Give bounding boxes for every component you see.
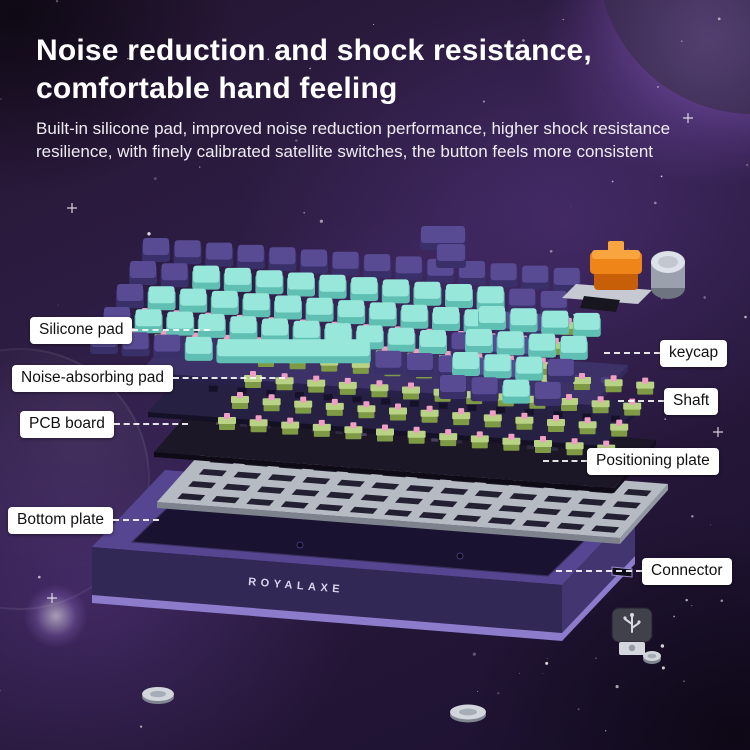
shaft-label: Shaft (664, 388, 719, 415)
rubber-feet (142, 651, 661, 723)
callout-silicone-pad: Silicone pad (30, 317, 211, 344)
callout-bottom-plate: Bottom plate (8, 507, 160, 534)
callout-connector: Connector (556, 558, 732, 585)
hot-swap-switch-and-knob (562, 241, 685, 312)
silicone-pad-leader-line (132, 329, 211, 332)
pcb-board-leader-line (113, 423, 188, 426)
bottom-plate-leader-line (113, 519, 160, 522)
callout-positioning-plate: Positioning plate (543, 448, 719, 475)
callout-keycap: keycap (604, 340, 728, 367)
pcb-board-label: PCB board (20, 411, 114, 438)
connector-label: Connector (642, 558, 732, 585)
page-title: Noise reduction and shock resistance, com… (36, 32, 592, 108)
positioning-plate-label: Positioning plate (587, 448, 719, 475)
page-title-line1: Noise reduction and shock resistance, (36, 34, 592, 67)
usb-dongle (611, 607, 653, 655)
keycap-label: keycap (660, 340, 728, 367)
silicone-pad-label: Silicone pad (30, 317, 133, 344)
page-description: Built-in silicone pad, improved noise re… (36, 119, 671, 161)
page-title-line2: comfortable hand feeling (36, 71, 398, 105)
callout-pcb-board: PCB board (20, 411, 188, 438)
numpad-keycaps (439, 306, 601, 406)
noise-absorbing-pad-leader-line (173, 377, 286, 380)
callout-shaft: Shaft (618, 388, 719, 415)
positioning-plate-leader-line (543, 460, 587, 463)
shaft-leader-line (618, 400, 664, 403)
usb-trident-icon (624, 615, 640, 633)
bottom-plate-label: Bottom plate (8, 507, 114, 534)
sparkle-icons (47, 113, 723, 603)
connector-leader-line (556, 570, 642, 573)
callout-noise-absorbing-pad: Noise-absorbing pad (12, 365, 286, 392)
noise-absorbing-pad-label: Noise-absorbing pad (12, 365, 174, 392)
keycap-leader-line (604, 352, 660, 355)
star-glow-decoration (24, 584, 88, 648)
positioning-plate-layer (157, 448, 668, 544)
